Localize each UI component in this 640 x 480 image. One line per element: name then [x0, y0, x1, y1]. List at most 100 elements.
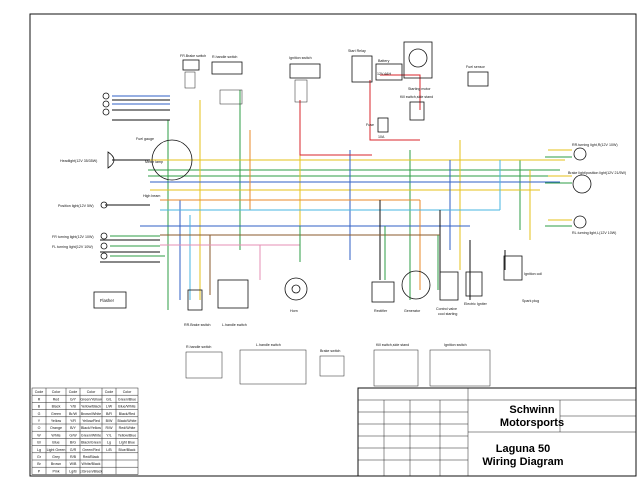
color-table-cell: Green/Blue [118, 397, 136, 401]
battery-spec: 12V,4AH [377, 72, 391, 76]
wire-lightblue-1 [160, 160, 501, 300]
rear-lights: RR.turning light,R(12V 10W) Brake light/… [568, 143, 626, 235]
model-name: Laguna 50 [496, 443, 550, 455]
ignition-switch-top: Ignition switch [289, 56, 321, 103]
rl-turning-label: RL.turning light,L(12V 10W) [572, 231, 616, 235]
color-table-cell: Blue/White [118, 405, 135, 409]
color-table-cell: B/R [106, 412, 112, 416]
color-table-cell: Br/W [69, 412, 78, 416]
color-table-cell: Lg [107, 441, 111, 445]
rectifier-label: Rectifier [374, 309, 388, 313]
fuse-label: Fuse [366, 123, 374, 127]
color-table-cell: B/W [106, 419, 113, 423]
l-handle-switch-tbl-label: L.handle switch [256, 343, 281, 347]
sheet-frame [29, 13, 637, 477]
r-handle-switch-top: R.handle switch [211, 55, 243, 105]
color-table-cell: Green/Yellow [80, 397, 102, 401]
color-table-cell: Brown [51, 462, 61, 466]
wire-pink-1 [160, 244, 300, 280]
color-table-header: Color [123, 390, 132, 394]
color-table-cell: G/L [106, 397, 112, 401]
fr-brake-switch: FR.Brake switch [180, 54, 206, 89]
color-table-cell: White [51, 433, 60, 437]
fuse-spec: 10A [378, 135, 385, 139]
r-handle-switch-tbl-label: R.handle switch [186, 345, 211, 349]
battery-label: Battery [378, 59, 390, 63]
brake-switch-tbl-label: Brake switch [320, 349, 340, 353]
fuel-gauge-label: Fuel gauge [136, 137, 154, 141]
color-table-cell: Black/Green [81, 441, 101, 445]
color-table-cell: P [38, 469, 41, 473]
headlight: Headlight(12V 35/35W) [60, 151, 115, 169]
cool-starting-label: cool starting [438, 312, 457, 316]
color-table-header: Code [35, 390, 44, 394]
start-relay-label: Start Relay [348, 49, 366, 53]
color-table-cell: Y/B [70, 405, 76, 409]
wire-orange-1 [160, 130, 421, 290]
wire-right-runs-2 [545, 156, 572, 227]
color-table-cell: Light Green [47, 448, 66, 452]
color-table-cell: W [37, 433, 41, 437]
fl-turning-label: FL turning light(12V 10W) [52, 245, 93, 249]
color-table-cell: Yellow [51, 419, 62, 423]
color-table-cell: Blue [52, 441, 59, 445]
color-table-cell: G/W [69, 433, 77, 437]
color-table-cell: G/Y [70, 397, 77, 401]
color-table-cell: Lg [37, 448, 41, 452]
color-table-cell: Blue/Black [119, 448, 136, 452]
color-table-cell: O [38, 426, 41, 430]
color-table-header: Code [105, 390, 114, 394]
color-table-cell: B/Y [70, 426, 76, 430]
rectifier: Rectifier [371, 281, 395, 313]
wire-top-left-runs [112, 95, 170, 105]
color-table-cell: Y [38, 419, 41, 423]
color-table-cell: Br [37, 462, 41, 466]
color-table-cell: Orange [50, 426, 62, 430]
switch-tables: R.handle switch L.handle switch Brake sw… [185, 343, 491, 387]
color-table-cell: Y/L [106, 433, 111, 437]
flasher-label: Flasher [100, 298, 115, 303]
color-table-cell: White/Black [82, 462, 101, 466]
color-table-cell: Green/White [81, 433, 101, 437]
color-table-cell: Red/Black [83, 455, 100, 459]
ignition-coil: Ignition coil Spark plug [503, 255, 542, 303]
color-table-cell: Y/R [70, 419, 76, 423]
ignition-switch-tbl-label: Ignition switch [444, 343, 467, 347]
fr-brake-switch-label: FR.Brake switch [180, 54, 206, 58]
color-table-cell: R [38, 397, 41, 401]
color-table-cell: LtGreen/Black [80, 469, 103, 473]
high-beam-label: High beam [143, 194, 160, 198]
color-table-cell: Green/Red [82, 448, 100, 452]
wire-lower [299, 226, 439, 290]
electric-igniter: Electric Igniter [464, 271, 488, 306]
spark-plug-label: Spark plug [522, 299, 539, 303]
color-table-cell: Gr [37, 455, 42, 459]
battery: Battery 12V,4AH [375, 59, 403, 81]
meter-label: Meter lamp [145, 160, 163, 164]
color-table-header: Code [69, 390, 78, 394]
color-table-cell: Light Blue [119, 441, 135, 445]
color-table-cell: W/B [70, 462, 77, 466]
position-light: Position light(12V 5W) [58, 201, 108, 209]
wire-blue-1 [140, 150, 560, 300]
color-table-cell: B [38, 405, 41, 409]
l-handle-switch-label: L.handle switch [222, 323, 247, 327]
horn-label: Horn [290, 309, 298, 313]
color-table-cell: Black/White [118, 419, 137, 423]
color-table-cell: L/B [106, 448, 112, 452]
color-table-cell: Yellow/Blue [118, 433, 136, 437]
fuse: Fuse 10A [366, 117, 389, 139]
front-turning-lights: FR turning light(12V 10W) FL turning lig… [52, 232, 108, 260]
color-table-cell: R/W [106, 426, 114, 430]
color-table-cell: R/B [70, 455, 77, 459]
company-line2: Motorsports [500, 417, 564, 429]
horn: Horn [284, 277, 308, 313]
headlight-label: Headlight(12V 35/35W) [60, 159, 97, 163]
r-handle-switch-top-label: R.handle switch [212, 55, 237, 59]
control-valve: Control valve cool starting [436, 271, 459, 316]
wire-left-runs [110, 235, 165, 257]
fr-turning-label: FR turning light(12V 10W) [52, 235, 94, 239]
kill-switch-top: Kill switch,side stand [400, 95, 433, 121]
color-table-cell: G [38, 412, 41, 416]
